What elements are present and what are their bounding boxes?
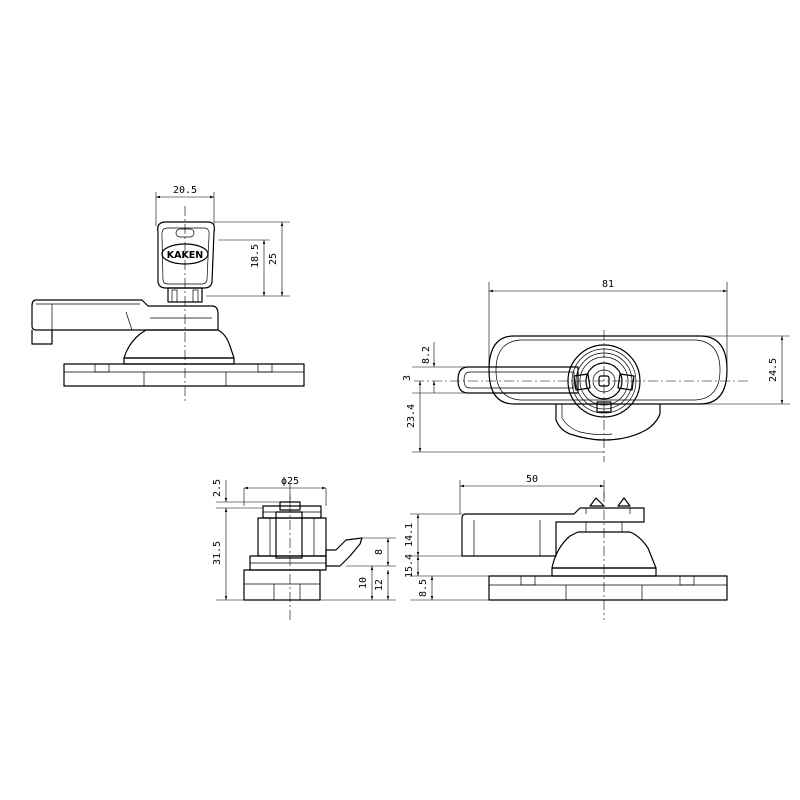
rear-view xyxy=(461,492,728,620)
top-view xyxy=(414,330,748,462)
side-lever xyxy=(325,537,363,567)
dim-rear-plate: 8.5 xyxy=(418,579,429,597)
dim-rear-length: 50 xyxy=(526,474,538,485)
front-view: KAKEN xyxy=(31,206,305,404)
side-base xyxy=(243,569,321,601)
dim-side-diameter: ϕ25 xyxy=(281,476,299,487)
dim-top-slot: 8.2 xyxy=(421,346,432,364)
side-view xyxy=(243,484,363,620)
dim-top-width: 24.5 xyxy=(768,358,779,382)
dim-top-offset: 3 xyxy=(402,375,413,381)
front-dimensions: 20.5 18.5 25 xyxy=(155,185,290,297)
body-outline xyxy=(488,335,728,405)
dim-front-width: 20.5 xyxy=(173,185,197,196)
side-body xyxy=(257,517,327,557)
key-bow xyxy=(157,221,215,289)
lever-body xyxy=(31,299,219,331)
dim-top-lever: 23.4 xyxy=(406,404,417,428)
dim-side-base: 12 xyxy=(374,579,385,591)
dim-rear-body: 14.1 xyxy=(404,523,415,547)
rear-plate xyxy=(488,575,728,601)
lever-slot xyxy=(457,366,579,394)
side-dimensions: ϕ25 2.5 31.5 8 10 12 xyxy=(212,476,396,601)
rear-dimensions: 50 14.1 15.4 8.5 xyxy=(404,474,605,601)
dim-front-total: 25 xyxy=(268,253,279,265)
rear-body xyxy=(461,507,645,557)
dim-top-length: 81 xyxy=(602,279,614,290)
base-plate xyxy=(63,363,305,387)
dome xyxy=(123,329,235,359)
dim-side-height: 31.5 xyxy=(212,541,223,565)
dim-rear-foot: 15.4 xyxy=(404,554,415,578)
dim-side-lever: 8 xyxy=(374,549,385,555)
dim-side-plate: 10 xyxy=(358,577,369,589)
dim-front-key: 18.5 xyxy=(250,244,261,268)
top-dimensions: 81 24.5 8.2 3 23.4 xyxy=(402,279,790,453)
dim-side-cap: 2.5 xyxy=(212,479,223,497)
